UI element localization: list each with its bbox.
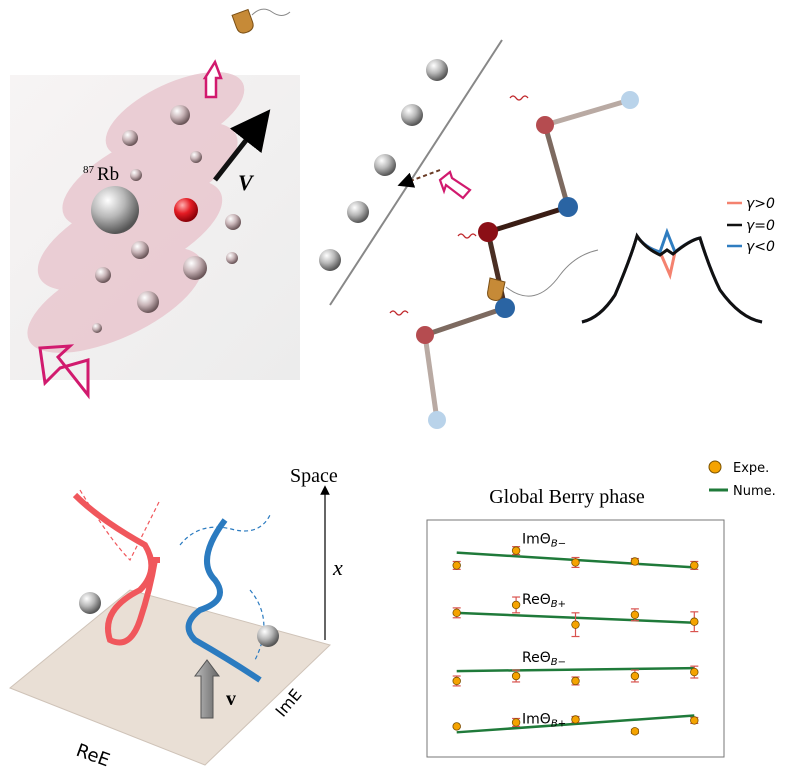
panel-a-atom-cloud: 87 Rb V xyxy=(10,8,300,400)
data-point xyxy=(690,561,699,570)
legend-gamma-negative: γ<0 xyxy=(746,239,775,255)
complex-energy-plane xyxy=(9,589,331,766)
blue-path-dashed xyxy=(179,514,271,661)
data-point xyxy=(630,671,640,681)
data-point xyxy=(690,667,699,677)
series-label: ImΘB+ xyxy=(522,711,566,729)
panel-c-trajectories: Space x ReE ImE v xyxy=(9,465,343,771)
data-point xyxy=(630,610,640,619)
legend-expe-label: Expe. xyxy=(733,461,769,476)
bath-atoms xyxy=(319,59,448,271)
rb87-atom xyxy=(91,186,139,234)
chain-sites xyxy=(416,91,639,429)
rb-atoms xyxy=(91,105,241,333)
spectrum-legend: γ>0 γ=0 γ<0 xyxy=(727,196,775,255)
spectrum-curves xyxy=(581,227,763,324)
data-point xyxy=(452,722,461,731)
velocity-arrow xyxy=(213,109,271,182)
impurity-atom xyxy=(174,198,198,222)
output-beam-arrow xyxy=(202,59,223,99)
drive-arrow xyxy=(438,170,472,200)
data-point xyxy=(511,671,521,681)
detector-icon-b xyxy=(487,249,599,301)
berry-phase-chart: Global Berry phase Expe. Nume. ImΘB− ReΘB… xyxy=(426,460,776,758)
data-point xyxy=(630,727,640,736)
atom-left xyxy=(79,592,101,614)
legend-gamma-positive: γ>0 xyxy=(746,196,775,212)
data-point xyxy=(571,620,580,629)
red-trajectory xyxy=(72,492,160,646)
data-point xyxy=(511,718,521,727)
series-label: ReΘB− xyxy=(522,650,566,668)
blue-trajectory xyxy=(185,518,262,683)
velocity-label-c: v xyxy=(226,688,236,710)
velocity-arrow-c xyxy=(194,659,220,719)
series-label: ImΘB− xyxy=(522,532,566,550)
atom-right xyxy=(257,625,279,647)
velocity-label: V xyxy=(238,170,255,195)
space-axis-label: Space xyxy=(290,465,338,487)
data-point xyxy=(452,561,461,570)
data-point xyxy=(571,558,580,567)
chart-title: Global Berry phase xyxy=(489,486,645,508)
data-point xyxy=(690,617,699,626)
legend-expe-marker xyxy=(708,460,722,474)
numeric-line xyxy=(456,714,695,734)
chain-bonds xyxy=(422,97,631,421)
red-path-dashed xyxy=(79,489,161,562)
boundary-line xyxy=(329,39,503,306)
data-point xyxy=(630,557,640,566)
x-axis-var: x xyxy=(332,555,343,580)
panel-b-lattice-chain: γ>0 γ=0 γ<0 xyxy=(319,39,775,429)
re-e-label: ReE xyxy=(73,740,112,771)
photon-emission-icons xyxy=(389,95,529,316)
data-point xyxy=(511,546,521,555)
input-beam-arrow xyxy=(38,344,90,400)
data-point xyxy=(571,715,580,724)
loss-arrow xyxy=(397,169,441,188)
legend-gamma-zero: γ=0 xyxy=(746,218,775,234)
legend-nume-label: Nume. xyxy=(733,484,776,499)
data-point xyxy=(571,676,580,686)
data-point xyxy=(690,716,699,725)
data-point xyxy=(511,600,521,610)
isotope-mass: 87 xyxy=(83,164,95,176)
element-label: Rb xyxy=(97,164,119,185)
detector-icon xyxy=(231,8,291,34)
series-label: ReΘB+ xyxy=(522,592,566,610)
data-point xyxy=(452,676,461,686)
data-point xyxy=(452,608,461,618)
numeric-line xyxy=(456,666,695,673)
